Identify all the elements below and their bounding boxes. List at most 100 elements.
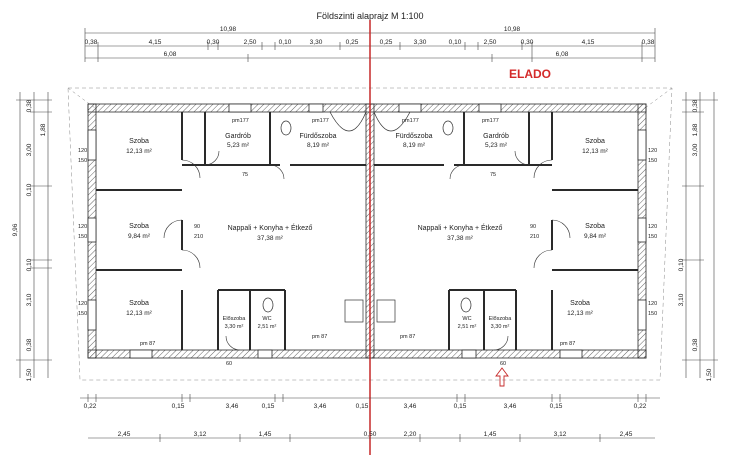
svg-text:3,30: 3,30 [414,39,427,46]
svg-text:2,45: 2,45 [118,431,131,438]
room-szoba-5: Szoba 9,84 m² [584,223,607,240]
svg-text:9,84 m²: 9,84 m² [128,233,151,240]
svg-text:150: 150 [78,234,87,240]
svg-text:Gardrób: Gardrób [225,133,251,140]
svg-text:pm177: pm177 [482,118,499,124]
svg-text:60: 60 [226,361,232,367]
svg-text:0,22: 0,22 [84,403,97,410]
roof-outline [67,87,673,381]
svg-text:Szoba: Szoba [585,138,605,145]
room-nappali-right: Nappali + Konyha + Étkező 37,38 m² [418,223,503,242]
svg-text:2,50: 2,50 [244,39,257,46]
svg-text:0,15: 0,15 [550,403,563,410]
svg-text:0,38: 0,38 [26,338,33,351]
svg-text:WC: WC [462,316,471,322]
svg-text:0,15: 0,15 [172,403,185,410]
room-gardrob-left: Gardrób 5,23 m² [225,133,251,149]
svg-text:150: 150 [648,234,657,240]
svg-text:2,51 m²: 2,51 m² [458,324,477,330]
opening-annotations: pm177 pm177 pm177 pm177 pm 87 pm 87 pm 8… [78,118,657,367]
svg-text:120: 120 [648,148,657,154]
room-wc-left: WC 2,51 m² [258,316,277,330]
svg-text:2,51 m²: 2,51 m² [258,324,277,330]
svg-text:3,46: 3,46 [314,403,327,410]
svg-text:Nappali + Konyha + Étkező: Nappali + Konyha + Étkező [418,223,503,232]
dim-bottom-left: 1,50 [26,368,33,381]
svg-text:210: 210 [530,234,539,240]
bottom-dim-row2: 2,45 3,12 1,45 0,50 2,20 1,45 3,12 2,45 [118,431,633,438]
room-szoba-3: Szoba 12,13 m² [126,300,152,317]
svg-text:1,45: 1,45 [259,431,272,438]
svg-text:4,15: 4,15 [582,39,595,46]
svg-text:0,10: 0,10 [26,183,33,196]
door-swings [163,150,571,351]
dim-bottom-right: 1,50 [706,368,713,381]
svg-text:5,23 m²: 5,23 m² [485,142,508,149]
svg-text:2,45: 2,45 [620,431,633,438]
svg-text:12,13 m²: 12,13 m² [582,148,608,155]
svg-text:60: 60 [500,361,506,367]
svg-text:150: 150 [648,158,657,164]
svg-text:90: 90 [530,224,536,230]
svg-text:0,38: 0,38 [642,39,655,46]
dim-total-left: 10,98 [220,26,237,33]
room-gardrob-right: Gardrób 5,23 m² [483,133,509,149]
left-dimensions [16,92,52,378]
room-szoba-2: Szoba 9,84 m² [128,223,151,240]
svg-text:12,13 m²: 12,13 m² [126,148,152,155]
svg-text:120: 120 [648,301,657,307]
svg-text:75: 75 [242,172,248,178]
dim-row2-right: 6,08 [556,51,569,58]
svg-text:Fürdőszoba: Fürdőszoba [300,133,337,140]
room-eloszoba-right: Előszoba 3,30 m² [489,316,513,330]
svg-text:0,10: 0,10 [678,258,685,271]
windows [87,103,647,359]
bathroom-fixtures [262,111,472,323]
svg-text:150: 150 [78,158,87,164]
svg-text:8,19 m²: 8,19 m² [403,142,426,149]
svg-text:210: 210 [194,234,203,240]
svg-text:0,15: 0,15 [454,403,467,410]
svg-text:0,15: 0,15 [262,403,275,410]
room-wc-right: WC 2,51 m² [458,316,477,330]
interior-walls [96,112,638,350]
svg-text:37,38 m²: 37,38 m² [447,235,473,242]
svg-text:pm177: pm177 [312,118,329,124]
svg-text:5,23 m²: 5,23 m² [227,142,250,149]
svg-text:1,45: 1,45 [484,431,497,438]
svg-text:0,38: 0,38 [692,99,699,112]
room-szoba-4: Szoba 12,13 m² [582,138,608,155]
svg-text:0,38: 0,38 [692,338,699,351]
svg-text:3,46: 3,46 [504,403,517,410]
svg-text:3,12: 3,12 [554,431,567,438]
svg-text:3,00: 3,00 [26,143,33,156]
room-furdo-right: Fürdőszoba 8,19 m² [396,133,433,149]
svg-text:3,10: 3,10 [678,293,685,306]
svg-text:Szoba: Szoba [129,138,149,145]
svg-text:1,88: 1,88 [40,123,47,136]
svg-text:4,15: 4,15 [149,39,162,46]
svg-text:3,30 m²: 3,30 m² [225,324,244,330]
svg-text:WC: WC [262,316,271,322]
svg-text:0,10: 0,10 [449,39,462,46]
exterior-walls [87,103,647,359]
sale-label: ELADO [509,67,551,81]
room-furdo-left: Fürdőszoba 8,19 m² [300,133,337,149]
svg-text:Szoba: Szoba [570,300,590,307]
svg-text:Előszoba: Előszoba [489,316,513,322]
svg-text:Előszoba: Előszoba [223,316,247,322]
svg-text:pm177: pm177 [232,118,249,124]
dim-left-total: 9,96 [12,223,19,236]
svg-text:37,38 m²: 37,38 m² [257,235,283,242]
svg-text:3,46: 3,46 [226,403,239,410]
svg-text:0,10: 0,10 [26,258,33,271]
svg-text:0,50: 0,50 [364,431,377,438]
dim-row2-left: 6,08 [164,51,177,58]
svg-text:0,30: 0,30 [207,39,220,46]
svg-text:pm177: pm177 [402,118,419,124]
svg-text:150: 150 [78,311,87,317]
svg-text:pm 87: pm 87 [312,334,327,340]
room-szoba-1: Szoba 12,13 m² [126,138,152,155]
svg-text:Fürdőszoba: Fürdőszoba [396,133,433,140]
